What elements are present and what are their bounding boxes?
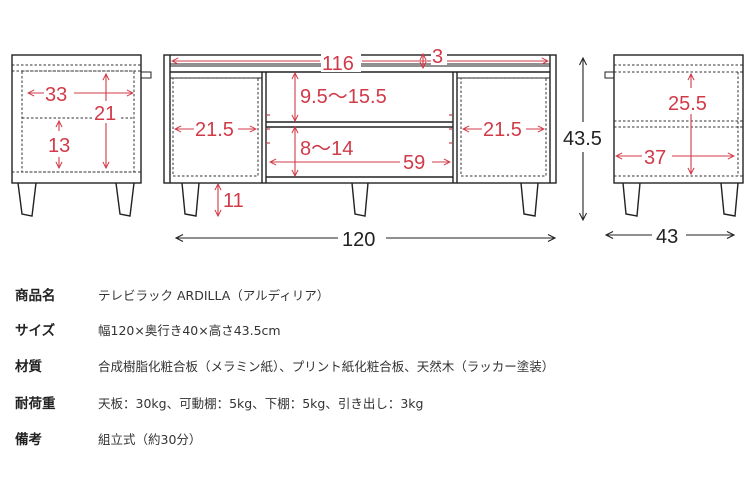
- spec-label: 備考: [15, 432, 42, 448]
- left-side-view: [11, 54, 152, 217]
- dim-leg-height: 11: [223, 190, 244, 212]
- dim-total-width: 120: [342, 229, 375, 251]
- spec-value: 組立式（約30分）: [98, 431, 202, 447]
- dim-right-cabinet-width: 21.5: [483, 119, 522, 141]
- spec-value: テレビラック ARDILLA（アルディリア）: [98, 287, 330, 303]
- dim-upper-shelf-height: 9.5〜15.5: [300, 86, 387, 108]
- dimension-diagram: 33 21 13: [11, 45, 744, 251]
- right-side-view: [604, 54, 744, 235]
- spec-label: 耐荷重: [15, 396, 56, 412]
- spec-value: 合成樹脂化粧合板（メラミン紙）、プリント紙化粧合板、天然木（ラッカー塗装）: [98, 358, 555, 374]
- dim-left-inner-height: 21: [94, 103, 116, 125]
- dim-lower-shelf-height: 8〜14: [300, 138, 353, 160]
- spec-label: 商品名: [15, 288, 56, 304]
- dim-left-cabinet-width: 21.5: [195, 119, 234, 141]
- dim-right-inner-height: 25.5: [668, 93, 707, 115]
- spec-value: 天板：30kg、可動棚：5kg、下棚：5kg、引き出し：3kg: [98, 395, 424, 411]
- dim-left-inner-width: 33: [45, 84, 67, 106]
- front-view: [163, 54, 583, 238]
- spec-label: サイズ: [15, 323, 56, 339]
- dim-left-drawer-height: 13: [48, 135, 70, 157]
- dim-right-inner-depth: 37: [644, 147, 666, 169]
- spec-value: 幅120×奥行き40×高さ43.5cm: [98, 322, 281, 338]
- dim-top-thickness: 3: [432, 46, 443, 68]
- dim-total-height: 43.5: [563, 128, 602, 150]
- dim-total-depth: 43: [656, 226, 678, 248]
- dim-front-inner-width: 116: [322, 53, 354, 75]
- dim-center-width: 59: [403, 152, 425, 174]
- spec-label: 材質: [15, 359, 42, 375]
